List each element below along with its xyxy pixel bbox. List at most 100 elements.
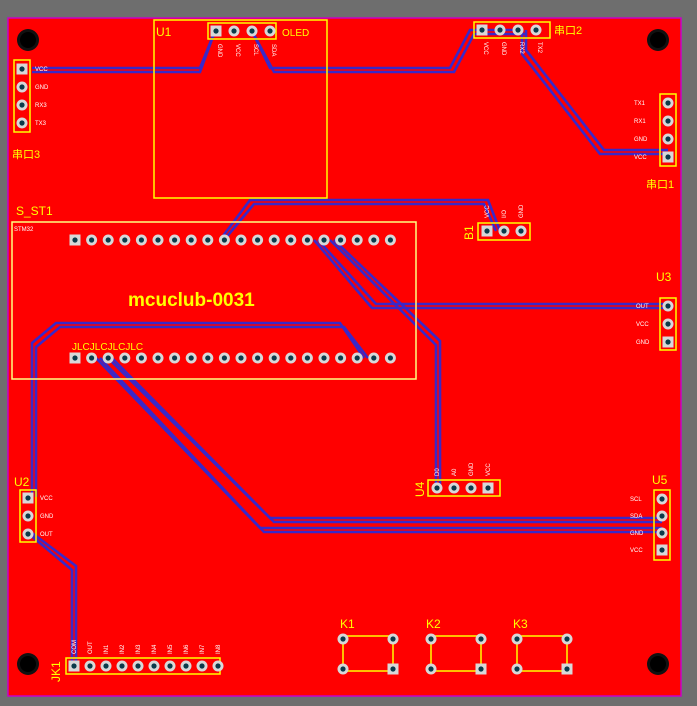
mcu-top-pin (335, 234, 347, 246)
mcu-top-pin (202, 234, 214, 246)
u1-name: OLED (282, 28, 309, 39)
key-pin (475, 633, 487, 645)
port2-pin-label: TX2 (536, 42, 542, 54)
port2-pin-label: GND (500, 42, 506, 56)
jk1-pin (68, 660, 80, 672)
u1-pin-label: SCL (252, 44, 258, 56)
port3-pin-label: RX3 (35, 103, 47, 109)
mcu-top-pin (69, 234, 81, 246)
mcu-bottom-pin (301, 352, 313, 364)
u2-pin-label: OUT (40, 532, 53, 538)
u3-pin-label: GND (636, 340, 650, 346)
key-pin (511, 633, 523, 645)
mcu-ref: S_ST1 (16, 204, 53, 218)
port1-pin (662, 115, 674, 127)
mcu-bottom-pin (202, 352, 214, 364)
jk1-pin-label: IN5 (168, 644, 174, 654)
u4-pin (482, 482, 494, 494)
jk1-pin (116, 660, 128, 672)
u2-ref: U2 (14, 475, 30, 489)
u1-pin-label: SDA (270, 44, 276, 56)
port3-pin (16, 117, 28, 129)
u4-pin-label: GND (469, 462, 475, 476)
u3-pin-label: VCC (636, 322, 649, 328)
jk1-pin (180, 660, 192, 672)
port2-pin (494, 24, 506, 36)
mcu-top-pin (285, 234, 297, 246)
u5-pin (656, 493, 668, 505)
port3-pin (16, 81, 28, 93)
key-pin (561, 633, 573, 645)
mcu-bottom-pin (86, 352, 98, 364)
key-pin (337, 663, 349, 675)
u2-pin (22, 492, 34, 504)
jk1-pin (196, 660, 208, 672)
jk1-pin (148, 660, 160, 672)
mcu-top-pin (169, 234, 181, 246)
mcu-bottom-pin (351, 352, 363, 364)
b1-pin (481, 225, 493, 237)
key-pin (337, 633, 349, 645)
mounting-holes (17, 29, 669, 675)
u3-pin-label: OUT (636, 304, 649, 310)
u1-pin-label: VCC (234, 44, 240, 57)
jk1-pin (132, 660, 144, 672)
u5-pin-label: GND (630, 531, 644, 537)
mcu-top-pin (119, 234, 131, 246)
mcu-bottom-pin (185, 352, 197, 364)
mcu-bottom-pin (384, 352, 396, 364)
mcu-bottom-pin (268, 352, 280, 364)
u4-pin (448, 482, 460, 494)
mcu-bottom-pin (318, 352, 330, 364)
u1-pin-label: GND (216, 44, 222, 58)
key-pin (425, 663, 437, 675)
mcu-bottom-pin (102, 352, 114, 364)
port2-pin (530, 24, 542, 36)
key-k2: K2 (425, 617, 487, 675)
u3-pin (662, 336, 674, 348)
u5-pin (656, 510, 668, 522)
jk1-pin-label: IN6 (184, 644, 190, 654)
port1-ref: 串口1 (646, 178, 674, 191)
u4-pin-label: A0 (452, 468, 458, 476)
b1-pin (515, 225, 527, 237)
u4-pin-label: VCC (486, 463, 492, 476)
port3-pin-label: VCC (35, 67, 48, 73)
board-title: mcuclub-0031 (128, 290, 255, 311)
port1-pin-label: VCC (634, 155, 647, 161)
mcu-bottom-pin (252, 352, 264, 364)
key-pin (425, 633, 437, 645)
mcu-bottom-pin (135, 352, 147, 364)
port1-pin (662, 133, 674, 145)
mcu-top-pin (268, 234, 280, 246)
u5-pin (656, 527, 668, 539)
u1-pin (246, 25, 258, 37)
mcu-top-pin (86, 234, 98, 246)
mcu-top-pin (384, 234, 396, 246)
u5-pin (656, 544, 668, 556)
u3-ref: U3 (656, 270, 672, 284)
mcu-top-pin (351, 234, 363, 246)
jk1-pin-label: COM (72, 640, 78, 654)
sensor-u3: U3 OUT VCC GND (636, 270, 677, 351)
u5-pin-label: SCL (630, 497, 642, 503)
port2-pin (512, 24, 524, 36)
key-pin (511, 663, 523, 675)
key-pin (387, 633, 399, 645)
k3-ref: K3 (513, 617, 528, 631)
jk1-pin-label: IN2 (120, 644, 126, 654)
port2-pin-label: VCC (482, 42, 488, 55)
port1-pin (662, 151, 674, 163)
key-k3: K3 (511, 617, 573, 675)
port1-pin-label: TX1 (634, 101, 646, 107)
jk1-pin (164, 660, 176, 672)
jk1-pin (84, 660, 96, 672)
